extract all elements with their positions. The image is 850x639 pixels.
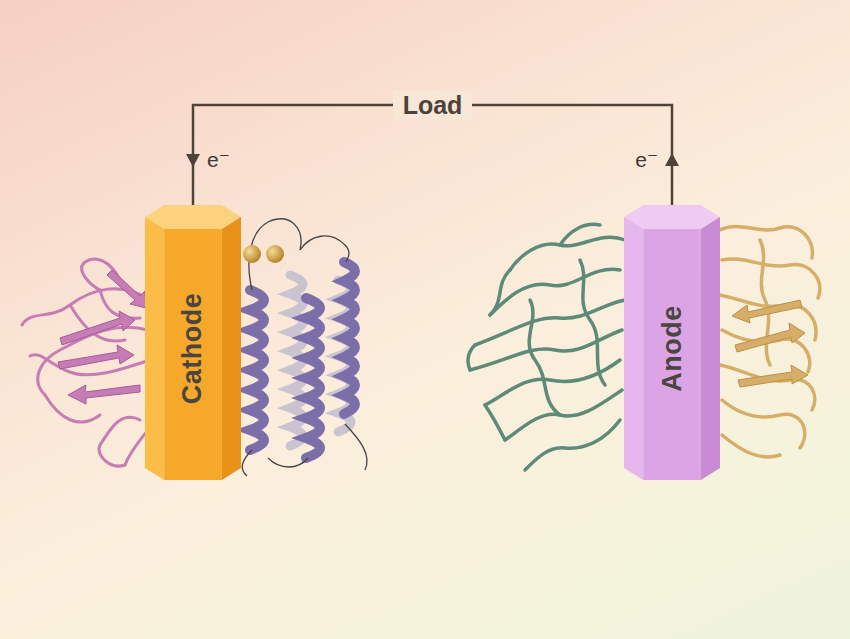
- helix-loops: [242, 219, 367, 476]
- pink-protein: [22, 259, 150, 466]
- prism-top: [624, 205, 720, 229]
- tan-protein: [722, 435, 780, 457]
- tan-protein: [722, 259, 820, 298]
- purple-helices: [306, 298, 320, 458]
- tan-beta-strands: [738, 365, 808, 387]
- green-protein: [505, 390, 622, 440]
- cathode-electrode: Cathode: [145, 205, 241, 480]
- tan-beta-strands: [732, 300, 808, 387]
- green-protein: [529, 300, 560, 415]
- electrode-label: Anode: [657, 305, 688, 392]
- pink-beta-strands: [68, 385, 140, 404]
- anode-electrode: Anode: [624, 205, 720, 480]
- prism-right-face: [222, 217, 241, 480]
- metal-centers: [243, 245, 284, 263]
- wire-path: [193, 105, 672, 205]
- purple-helices: [250, 290, 264, 450]
- electrode-label: Cathode: [178, 293, 209, 405]
- pink-beta-strands: [60, 311, 135, 345]
- pink-beta-strands: [58, 270, 146, 404]
- prism-right-face: [701, 217, 720, 480]
- helix-loops: [242, 450, 252, 476]
- pink-protein: [99, 417, 140, 466]
- tan-protein: [722, 400, 805, 448]
- metal-centers: [266, 245, 284, 263]
- green-protein: [580, 260, 605, 385]
- purple-helices: [344, 262, 355, 414]
- electron-label: e⁻: [207, 148, 230, 172]
- electron-label: e⁻: [635, 148, 658, 172]
- pink-protein: [125, 430, 148, 465]
- pink-beta-strands: [107, 270, 146, 308]
- load-label: Load: [393, 91, 473, 120]
- green-protein: [560, 224, 600, 245]
- arrowhead: [665, 153, 679, 166]
- tan-protein: [720, 226, 820, 457]
- prism-left-face: [145, 217, 164, 480]
- helix-loops: [345, 424, 367, 470]
- green-protein: [490, 270, 510, 315]
- green-protein: [485, 405, 505, 440]
- green-protein: [525, 420, 620, 470]
- pink-beta-strands: [58, 345, 134, 369]
- prism-front-face: [164, 229, 222, 480]
- purple-helices: [250, 262, 355, 458]
- helix-loops: [300, 236, 349, 262]
- prism-top: [145, 205, 241, 229]
- metal-centers: [243, 245, 261, 263]
- tan-protein: [760, 240, 770, 365]
- pink-protein: [38, 327, 148, 395]
- helix-loops: [268, 458, 308, 467]
- tan-beta-strands: [732, 300, 802, 323]
- green-protein: [468, 345, 475, 370]
- prism-left-face: [624, 217, 643, 480]
- circuit-connector: [186, 105, 679, 205]
- green-protein: [510, 237, 625, 270]
- pink-protein: [45, 395, 100, 422]
- tan-beta-strands: [735, 323, 805, 352]
- tan-protein: [720, 365, 815, 410]
- arrowhead: [186, 154, 200, 167]
- green-protein: [468, 224, 625, 470]
- prism-front-face: [643, 229, 701, 480]
- tan-protein: [720, 226, 812, 258]
